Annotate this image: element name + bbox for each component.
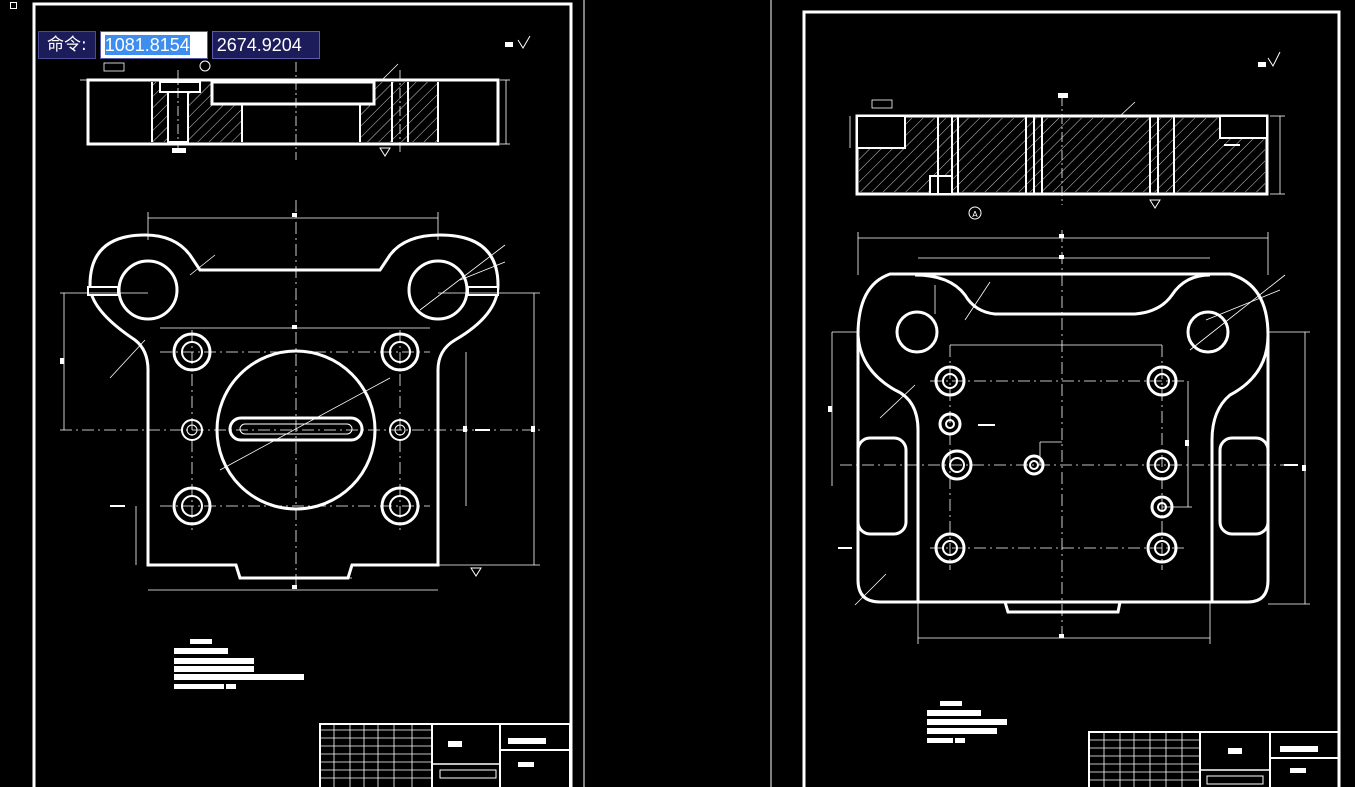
window-handle-icon[interactable] xyxy=(10,2,17,9)
svg-text:A: A xyxy=(972,210,978,219)
right-technical-notes xyxy=(927,701,1007,743)
right-section-view: A xyxy=(849,93,1285,220)
left-drawing-sheet xyxy=(32,0,585,787)
left-title-block xyxy=(319,723,571,787)
x-coordinate-value: 1081.8154 xyxy=(104,35,190,55)
right-title-block xyxy=(1088,731,1340,787)
left-plan-view xyxy=(60,200,540,591)
left-technical-notes xyxy=(174,639,304,689)
left-section-view xyxy=(80,60,510,160)
y-coordinate-input[interactable]: 2674.9204 xyxy=(211,31,320,59)
right-drawing-sheet: A xyxy=(802,10,1341,787)
sheet-border xyxy=(802,10,1341,787)
x-coordinate-input[interactable]: 1081.8154 xyxy=(99,31,208,59)
sheet-border xyxy=(32,2,573,787)
command-input-bar[interactable]: 命令: 1081.8154 2674.9204 xyxy=(38,31,320,59)
right-plan-view xyxy=(828,230,1310,644)
command-prompt-label: 命令: xyxy=(38,31,96,59)
